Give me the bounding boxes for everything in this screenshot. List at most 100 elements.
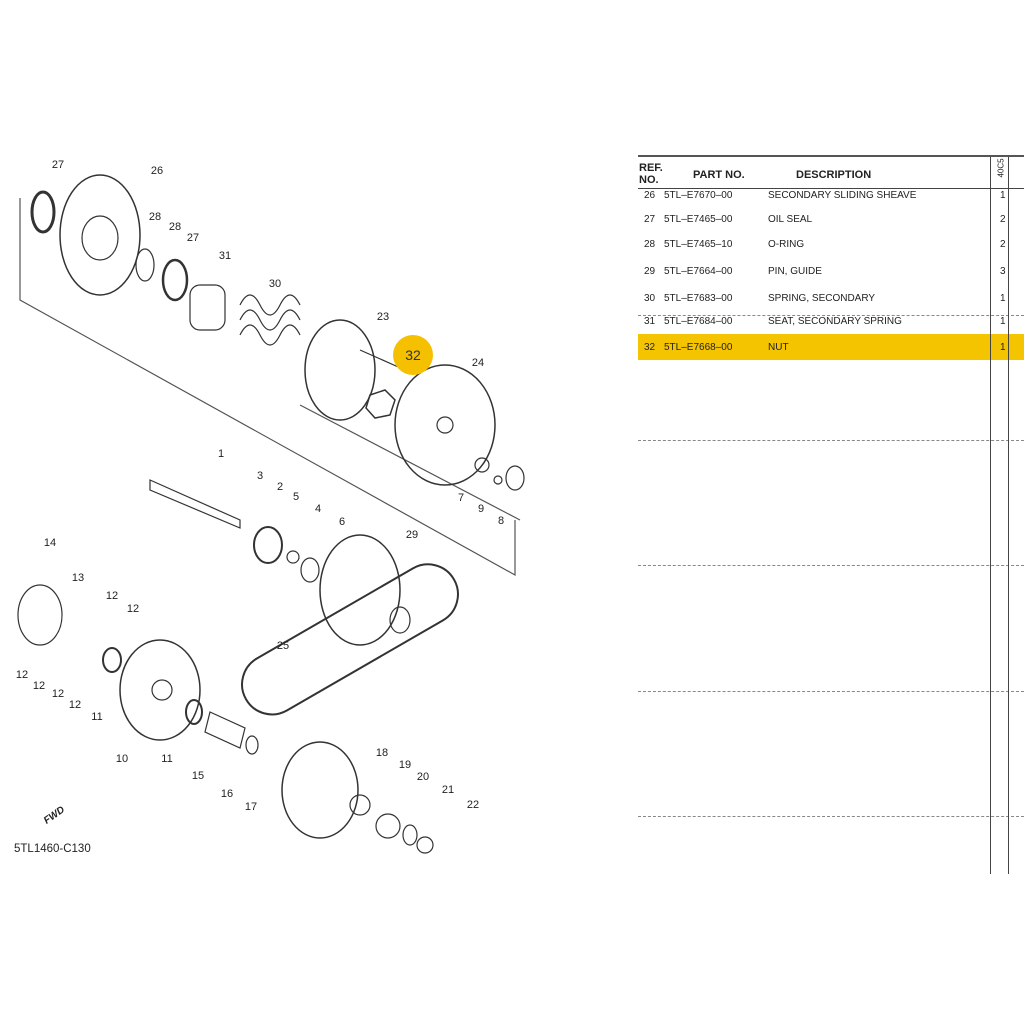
ref: 28 [644,238,656,250]
description: NUT [768,341,789,353]
oil-seal-27b [161,258,189,302]
row-divider [638,816,1024,817]
callout: 9 [477,503,485,515]
v-belt [241,563,459,716]
row-divider [638,315,1024,316]
sliding-sheave-26 [59,174,141,296]
callout: 21 [441,784,455,796]
collar-15 [204,711,246,749]
callout: 23 [376,311,390,323]
header-ref-no: REF. NO. [639,162,663,186]
callout: 15 [191,770,205,782]
qty: 1 [1000,189,1006,201]
part-no: 5TL–E7684–00 [664,315,733,327]
part-no: 5TL–E7668–00 [664,341,733,353]
callout: 5 [292,491,300,503]
clutch-23 [304,319,376,421]
description: SEAT, SECONDARY SPRING [768,315,902,327]
primary-sheave-25 [319,534,401,646]
callout: 25 [276,640,290,652]
callout: 17 [244,801,258,813]
ref: 32 [644,341,656,353]
assembly-outline [19,198,516,577]
column-divider [990,157,991,874]
callout: 10 [115,753,129,765]
diagram-code: 5TL1460-C130 [14,843,91,855]
spring-30 [239,294,301,346]
callout: 30 [268,278,282,290]
callout: 14 [43,537,57,549]
qty: 1 [1000,341,1006,353]
oil-seal-27 [30,190,56,234]
callout: 28 [168,221,182,233]
qty: 1 [1000,292,1006,304]
qty: 2 [1000,213,1006,225]
description: SECONDARY SLIDING SHEAVE [768,189,917,201]
table-row[interactable]: 28 5TL–E7465–10 O-RING 2 [638,232,1024,256]
ref: 27 [644,213,656,225]
callout: 12 [68,699,82,711]
description: O-RING [768,238,805,250]
row-divider [638,440,1024,441]
callout: 11 [91,711,103,723]
callout: 26 [150,165,164,177]
callout: 27 [186,232,200,244]
callout: 1 [217,448,225,460]
callout: 11 [161,753,173,765]
qty: 2 [1000,238,1006,250]
highlighted-callout-32[interactable]: 32 [393,335,433,375]
header-model: 40C5 [996,158,1006,178]
callout: 18 [375,747,389,759]
callout: 22 [466,799,480,811]
nut-32 [365,389,396,419]
ref: 26 [644,189,656,201]
part-no: 5TL–E7683–00 [664,292,733,304]
callout: 27 [51,159,65,171]
row-divider [638,565,1024,566]
description: SPRING, SECONDARY [768,292,876,304]
callout: 28 [148,211,162,223]
callout: 12 [32,680,46,692]
callout: 3 [256,470,264,482]
part-no: 5TL–E7664–00 [664,265,733,277]
ref: 30 [644,292,656,304]
table-row[interactable]: 26 5TL–E7670–00 SECONDARY SLIDING SHEAVE 1 [638,183,1024,207]
column-divider [1008,157,1009,874]
callout: 13 [71,572,85,584]
fan-18 [281,741,359,839]
header-divider [638,188,1024,189]
part-no: 5TL–E7465–00 [664,213,733,225]
qty: 3 [1000,265,1006,277]
row-divider [638,691,1024,692]
table-row[interactable]: 30 5TL–E7683–00 SPRING, SECONDARY 1 [638,286,1024,310]
shaft-1 [149,479,241,529]
part-no: 5TL–E7465–10 [664,238,733,250]
exploded-parts-diagram [17,174,525,854]
callout: 4 [314,503,322,515]
callout: 7 [457,492,465,504]
callout: 12 [126,603,140,615]
ref: 29 [644,265,656,277]
callout: 29 [405,529,419,541]
table-row-selected[interactable]: 32 5TL–E7668–00 NUT 1 [638,334,1024,360]
sheave-10 [119,639,201,741]
callout: 12 [15,669,29,681]
callout: 24 [471,357,485,369]
callout: 12 [51,688,65,700]
callout: 20 [416,771,430,783]
callout: 6 [338,516,346,528]
callout: 19 [398,759,412,771]
callout: 31 [218,250,232,262]
ref: 31 [644,315,656,327]
callout: 12 [105,590,119,602]
qty: 1 [1000,315,1006,327]
clutch-housing-24 [394,364,496,486]
header-part-no: PART NO. [693,169,745,181]
callout: 8 [497,515,505,527]
part-no: 5TL–E7670–00 [664,189,733,201]
description: PIN, GUIDE [768,265,822,277]
table-row[interactable]: 29 5TL–E7664–00 PIN, GUIDE 3 [638,259,1024,283]
table-row[interactable]: 31 5TL–E7684–00 SEAT, SECONDARY SPRING 1 [638,309,1024,333]
